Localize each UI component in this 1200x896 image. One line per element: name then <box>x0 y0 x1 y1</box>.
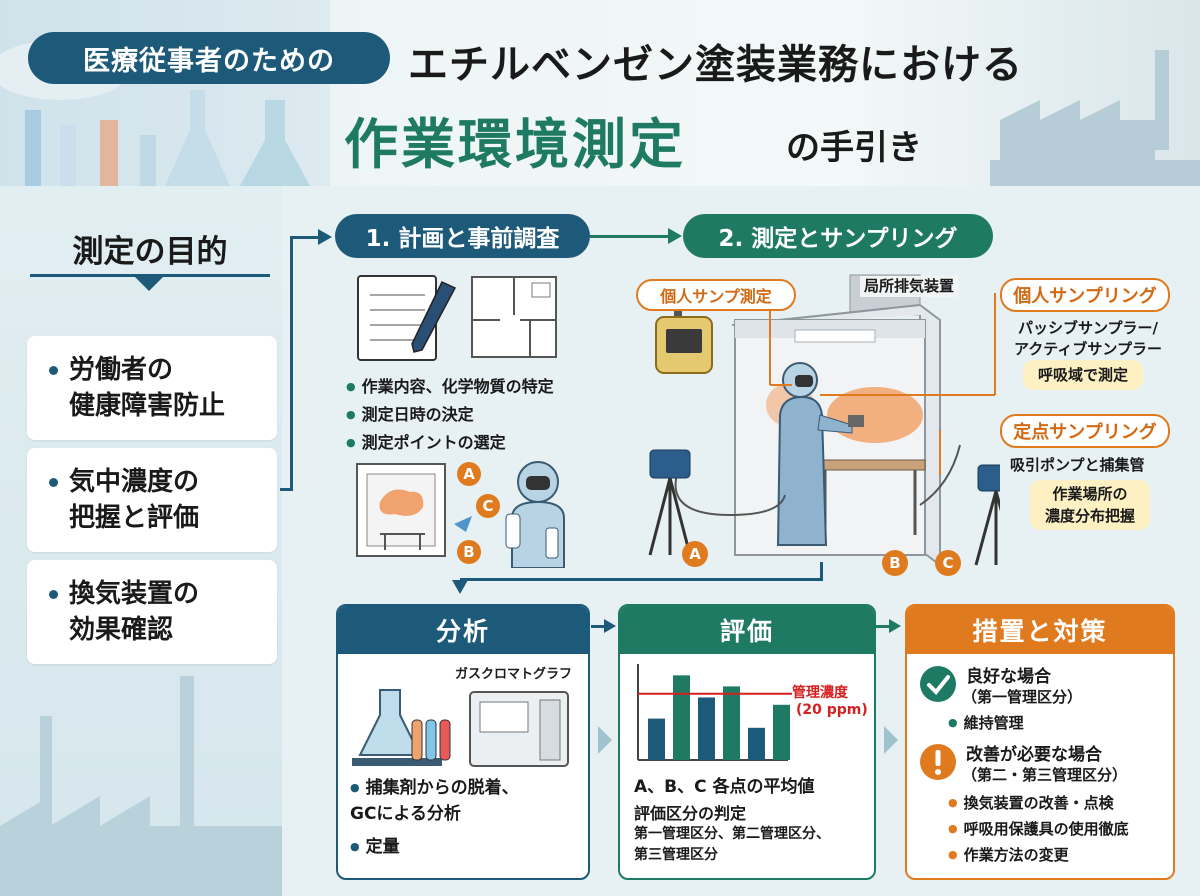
good-bullet: 維持管理 <box>948 712 1024 733</box>
bad-bullet: 作業方法の変更 <box>948 844 1069 865</box>
direct-sampler-label: 個人サンプ測定 <box>636 279 796 311</box>
personal-sampling-title: 個人サンプリング <box>1000 278 1170 312</box>
threshold-label: 管理濃度 <box>792 685 848 701</box>
purpose-divider <box>30 274 270 277</box>
connector-line <box>591 625 607 628</box>
connector-line <box>876 625 892 628</box>
warning-circle-icon <box>920 744 956 780</box>
evaluation-line2: 評価区分の判定 <box>634 804 747 823</box>
arrow-right-icon <box>889 619 901 633</box>
bullet-icon <box>49 366 58 375</box>
eval-bar <box>673 675 690 760</box>
purpose-card-concentration: 気中濃度の 把握と評価 <box>27 448 277 552</box>
chevron-right-icon <box>884 726 898 754</box>
title-line1: エチルベンゼン塗装業務における <box>408 42 1023 88</box>
point-marker-a: A <box>682 541 708 567</box>
booth-sketch-icon <box>356 463 446 557</box>
threshold-value: (20 ppm) <box>796 702 868 718</box>
bad-title: 改善が必要な場合 <box>966 745 1102 765</box>
step2-pill: 2. 測定とサンプリング <box>683 214 993 258</box>
fixed-sampling-note: 作業場所の 濃度分布把握 <box>1030 480 1150 530</box>
evaluation-bar-chart <box>637 664 792 761</box>
check-circle-icon <box>920 666 956 702</box>
purpose-card-ventilation: 換気装置の 効果確認 <box>27 560 277 664</box>
arrow-right-icon <box>668 228 682 244</box>
good-title: 良好な場合 <box>966 667 1051 687</box>
chevron-right-icon <box>598 726 612 754</box>
connector-line <box>590 235 670 238</box>
exhaust-label: 局所排気装置 <box>860 276 959 297</box>
protective-suit-worker-icon <box>505 461 565 568</box>
point-marker-b: B <box>457 540 481 564</box>
arrow-right-icon <box>604 619 616 633</box>
personal-sampler-device-icon <box>655 307 713 374</box>
purpose-text: 換気装置の 効果確認 <box>69 579 200 645</box>
title-tail: の手引き <box>786 128 922 168</box>
purpose-card-health: 労働者の 健康障害防止 <box>27 336 277 440</box>
spray-booth-illustration <box>648 274 1000 567</box>
eval-bar <box>748 727 765 760</box>
purpose-text: 労働者の 健康障害防止 <box>69 355 226 421</box>
connector-line <box>290 236 322 239</box>
floor-plan-icon <box>471 276 557 358</box>
point-marker-c: C <box>476 494 500 518</box>
analysis-bullet: 定量 <box>350 832 400 857</box>
subtitle-pill: 医療従事者のための <box>28 32 390 84</box>
analysis-title: 分析 <box>338 606 588 654</box>
cursor-arrow-icon <box>454 516 472 532</box>
bad-bullet: 換気装置の改善・点検 <box>948 792 1114 813</box>
header-banner: 医療従事者のための エチルベンゼン塗装業務における 作業環境測定 の手引き <box>0 0 1200 186</box>
connector-line <box>820 562 823 580</box>
connector-line <box>460 578 823 581</box>
notepad-pen-icon <box>357 275 457 361</box>
arrow-down-icon <box>452 580 468 594</box>
action-title: 措置と対策 <box>907 606 1173 654</box>
point-marker-c: C <box>935 550 961 576</box>
factory-silhouette-icon <box>990 50 1200 186</box>
lab-glassware-illustration <box>0 0 330 186</box>
personal-sampling-desc: パッシブサンプラー/ アクティブサンプラー <box>1014 319 1162 358</box>
bad-subtitle: （第二・第三管理区分） <box>962 766 1128 784</box>
evaluation-line1: A、B、C 各点の平均値 <box>634 777 815 797</box>
fixed-sampling-title: 定点サンプリング <box>1000 414 1170 448</box>
step1-bullet: 測定ポイントの選定 <box>346 429 506 453</box>
purpose-pointer-icon <box>135 277 163 291</box>
eval-bar <box>648 718 665 760</box>
step1-pill: 1. 計画と事前調査 <box>335 214 590 258</box>
instrument-label: ガスクロマトグラフ <box>455 667 573 682</box>
purpose-heading: 測定の目的 <box>72 234 228 270</box>
bullet-icon <box>49 590 58 599</box>
title-main: 作業環境測定 <box>344 113 686 176</box>
connector-line <box>280 488 292 491</box>
arrow-right-icon <box>318 229 332 245</box>
eval-bar <box>698 697 715 760</box>
bullet-icon <box>49 478 58 487</box>
analysis-bullet: 捕集剤からの脱着、 GCによる分析 <box>350 776 519 826</box>
personal-sampling-note: 呼吸域で測定 <box>1023 360 1143 390</box>
step1-bullet: 測定日時の決定 <box>346 401 474 425</box>
bad-bullet: 呼吸用保護具の使用徹底 <box>948 818 1129 839</box>
eval-bar <box>723 686 740 760</box>
lab-equipment-icon <box>352 689 569 767</box>
evaluation-line3: 第一管理区分、第二管理区分、 第三管理区分 <box>634 826 830 863</box>
factory-background-icon <box>0 676 282 896</box>
purpose-text: 気中濃度の 把握と評価 <box>69 467 200 533</box>
point-marker-a: A <box>457 462 481 486</box>
eval-bar <box>773 704 790 760</box>
evaluation-title: 評価 <box>620 606 874 654</box>
point-marker-b: B <box>882 550 908 576</box>
connector-line <box>290 236 293 491</box>
good-subtitle: （第一管理区分） <box>962 688 1083 706</box>
fixed-sampling-desc: 吸引ポンプと捕集管 <box>1010 456 1145 474</box>
step1-bullet: 作業内容、化学物質の特定 <box>346 373 554 397</box>
